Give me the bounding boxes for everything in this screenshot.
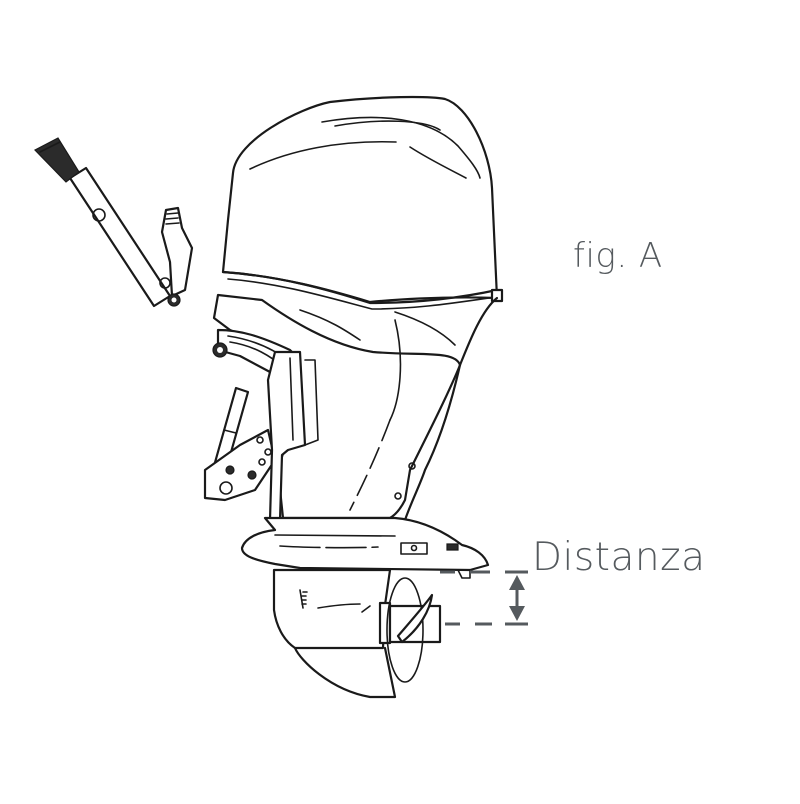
- figure-title: fig. A: [573, 236, 663, 276]
- engine-cowling: [221, 95, 504, 310]
- clamp-bracket: [203, 328, 319, 522]
- gearcase: [272, 568, 442, 699]
- tiller-grip: [34, 137, 80, 183]
- dimension-marker: [440, 570, 528, 626]
- tiller-handle: [34, 137, 172, 308]
- shift-lever: [160, 206, 194, 307]
- arrow-up-icon: [509, 575, 525, 590]
- anti-cavitation-plate: [240, 516, 490, 579]
- arrow-down-icon: [509, 606, 525, 621]
- dimension-label: Distanza: [532, 535, 706, 580]
